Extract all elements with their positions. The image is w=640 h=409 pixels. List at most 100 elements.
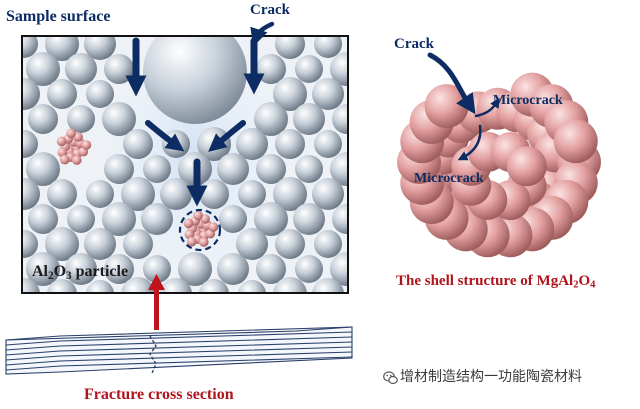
microcrack-arrow-top bbox=[474, 97, 500, 118]
alumina-particle bbox=[330, 152, 348, 186]
fracture-line bbox=[149, 335, 157, 374]
alumina-particle bbox=[312, 278, 344, 293]
alumina-particle bbox=[254, 102, 288, 136]
alumina-particle bbox=[295, 155, 323, 183]
alumina-particle bbox=[332, 104, 348, 134]
alumina-particle bbox=[371, 105, 399, 133]
arrow-curve-right bbox=[208, 120, 246, 152]
alumina-particle bbox=[369, 53, 401, 85]
spinel-grain bbox=[57, 147, 68, 158]
alumina-particle bbox=[65, 253, 97, 285]
alumina-particle bbox=[26, 252, 60, 286]
microcrack-label-bottom: Microcrack bbox=[414, 171, 484, 186]
alumina-particle bbox=[349, 227, 383, 261]
alumina-particle bbox=[217, 253, 249, 285]
alumina-particle bbox=[102, 102, 136, 136]
alumina-particle bbox=[330, 252, 348, 286]
alumina-particle bbox=[293, 203, 325, 235]
al2o3-label-part-a: Al bbox=[32, 263, 48, 280]
fracture-cross-section-slab bbox=[5, 326, 353, 375]
spinel-grain bbox=[81, 140, 92, 150]
alumina-particle bbox=[160, 278, 192, 293]
watermark-text: 增材制造结构一功能陶瓷材料 bbox=[400, 369, 582, 385]
shell-arrows bbox=[427, 52, 500, 161]
alumina-particle bbox=[84, 36, 116, 60]
alumina-particle bbox=[273, 277, 307, 293]
alumina-particle bbox=[121, 277, 155, 293]
alumina-particle bbox=[217, 153, 249, 185]
alumina-particle bbox=[254, 202, 288, 236]
alumina-particle bbox=[275, 129, 305, 159]
alumina-particle bbox=[123, 129, 153, 159]
alumina-particle bbox=[349, 27, 383, 61]
alumina-particle bbox=[22, 278, 40, 293]
spinel-grain bbox=[200, 214, 210, 224]
alumina-particle bbox=[104, 254, 134, 284]
alumina-particle bbox=[84, 228, 116, 260]
alumina-particle bbox=[238, 180, 266, 208]
alumina-particle bbox=[47, 79, 77, 109]
crack-label-left: Crack bbox=[250, 2, 290, 18]
alumina-particle bbox=[256, 254, 286, 284]
spinel-grain bbox=[66, 128, 76, 139]
alumina-particle bbox=[47, 279, 77, 293]
alumina-particle bbox=[238, 280, 266, 293]
alumina-particle bbox=[293, 103, 325, 135]
alumina-particle bbox=[199, 179, 229, 209]
mgal2o4-shell-structure bbox=[397, 72, 601, 258]
microcrack-label-top: Microcrack bbox=[493, 93, 563, 108]
alumina-particle bbox=[236, 128, 268, 160]
alumina-particle bbox=[104, 154, 134, 184]
spinel-grain bbox=[59, 154, 70, 165]
alumina-particle bbox=[22, 230, 38, 258]
alumina-particle bbox=[160, 178, 192, 210]
alumina-particle bbox=[351, 279, 381, 309]
alumina-particle bbox=[47, 179, 77, 209]
shell-caption-part-a: The shell structure of MgAl bbox=[396, 273, 574, 289]
spinel-grain bbox=[183, 218, 194, 229]
wechat-icon bbox=[383, 371, 398, 385]
alumina-particle bbox=[273, 77, 307, 111]
spinel-grain bbox=[199, 237, 209, 247]
alumina-particle bbox=[236, 228, 268, 260]
spinel-sphere bbox=[553, 119, 598, 164]
alumina-particle bbox=[273, 177, 307, 211]
alumina-particle bbox=[86, 180, 114, 208]
alumina-particle bbox=[143, 255, 171, 283]
alumina-particle bbox=[104, 54, 134, 84]
spinel-cluster-on-crack-path bbox=[183, 210, 219, 247]
alumina-particle bbox=[312, 78, 344, 110]
alumina-particle bbox=[123, 229, 153, 259]
alumina-particle bbox=[349, 127, 383, 161]
large-alumina-particle bbox=[143, 36, 247, 124]
fracture-cross-section-label: Fracture cross section bbox=[84, 386, 234, 403]
alumina-particle bbox=[351, 79, 381, 109]
alumina-particle bbox=[256, 154, 286, 184]
alumina-particle bbox=[28, 204, 58, 234]
alumina-particle bbox=[86, 80, 114, 108]
alumina-particle bbox=[369, 153, 401, 185]
alumina-particle bbox=[26, 152, 60, 186]
alumina-particle bbox=[22, 178, 40, 210]
alumina-particle bbox=[22, 78, 40, 110]
alumina-particle bbox=[219, 205, 247, 233]
alumina-particle bbox=[330, 52, 348, 86]
spinel-grain bbox=[72, 155, 82, 165]
alumina-particle bbox=[314, 130, 342, 158]
alumina-particle bbox=[22, 36, 38, 58]
spinel-sphere-inner bbox=[506, 146, 547, 187]
alumina-particle bbox=[67, 105, 95, 133]
sample-box-frame bbox=[21, 35, 349, 294]
highlight-dashed-circle bbox=[178, 208, 222, 252]
alumina-particle bbox=[102, 202, 136, 236]
shell-structure-caption: The shell structure of MgAl2O4 bbox=[396, 274, 595, 291]
spinel-grain bbox=[56, 136, 67, 147]
alumina-particle bbox=[22, 130, 38, 158]
al2o3-label-sub-a: 2 bbox=[48, 269, 54, 282]
alumina-particle bbox=[371, 205, 399, 233]
al2o3-label-sub-b: 3 bbox=[66, 269, 72, 282]
alumina-particle bbox=[314, 230, 342, 258]
al2o3-label-part-c: particle bbox=[71, 263, 129, 280]
alumina-particle bbox=[178, 252, 212, 286]
